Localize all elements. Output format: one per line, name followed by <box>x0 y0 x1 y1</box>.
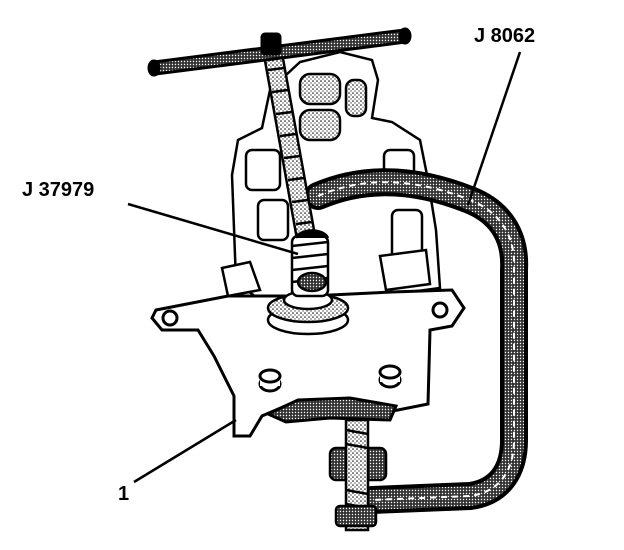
valve-spring-seat <box>266 289 350 336</box>
valve-spring-adapter <box>290 229 330 298</box>
lower-clamp-screw <box>328 418 388 532</box>
c-frame-compressor <box>304 168 529 514</box>
callout-j37979: J 37979 <box>22 179 95 201</box>
holding-fixture-plate <box>150 288 466 438</box>
callout-leaders <box>127 51 522 484</box>
t-handle <box>147 27 412 77</box>
callout-item-1: 1 <box>118 483 130 505</box>
callout-j8062: J 8062 <box>474 25 536 47</box>
